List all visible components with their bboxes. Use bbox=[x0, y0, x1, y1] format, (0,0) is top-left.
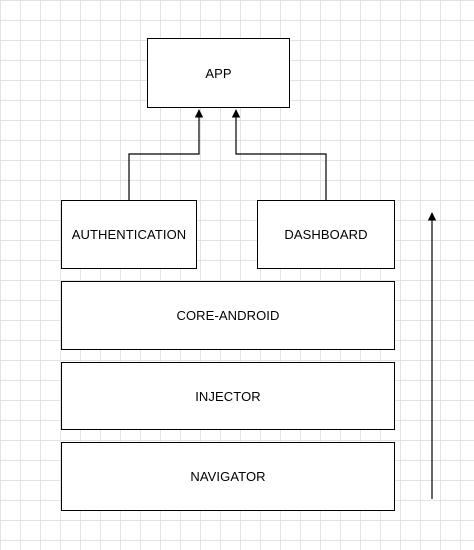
edge-authentication-to-app bbox=[128, 109, 204, 200]
node-core-android[interactable]: CORE-ANDROID bbox=[61, 281, 395, 350]
node-app[interactable]: APP bbox=[147, 38, 290, 108]
node-injector[interactable]: INJECTOR bbox=[61, 362, 395, 430]
node-core-android-label: CORE-ANDROID bbox=[176, 308, 280, 323]
node-dashboard[interactable]: DASHBOARD bbox=[257, 200, 395, 269]
node-navigator-label: NAVIGATOR bbox=[190, 469, 266, 484]
node-navigator[interactable]: NAVIGATOR bbox=[61, 442, 395, 511]
node-injector-label: INJECTOR bbox=[195, 388, 261, 404]
edge-dashboard-to-app bbox=[231, 109, 327, 200]
node-app-label: APP bbox=[205, 65, 232, 81]
node-authentication-label: AUTHENTICATION bbox=[71, 227, 187, 242]
node-dashboard-label: DASHBOARD bbox=[284, 227, 368, 242]
node-authentication[interactable]: AUTHENTICATION bbox=[61, 200, 197, 269]
